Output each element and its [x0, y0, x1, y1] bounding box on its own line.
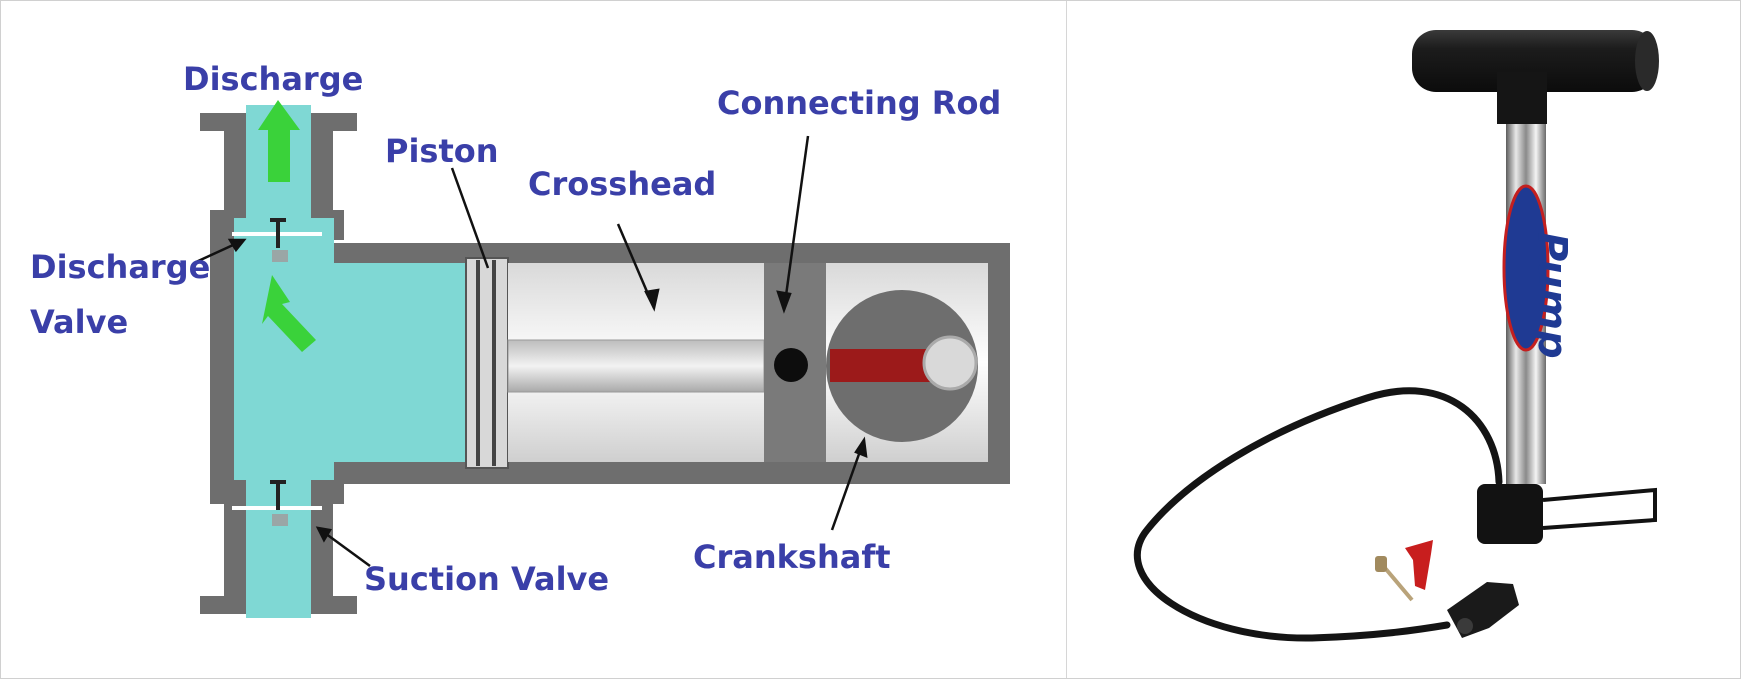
- label-discharge-valve-line2: Valve: [30, 303, 128, 341]
- pump-barrel: Pump: [1502, 124, 1575, 484]
- pump-hose: [1133, 387, 1503, 642]
- discharge-valve: [232, 218, 322, 262]
- needle-adapter: [1375, 556, 1414, 602]
- pump-diagram-panel: Discharge Piston Crosshead Connecting Ro…: [30, 60, 1010, 618]
- water-fill: [234, 105, 468, 618]
- floor-pump-panel: Pump: [1067, 0, 1740, 679]
- crank-chamber: [826, 263, 988, 462]
- pump-base: [1477, 484, 1657, 544]
- crosshead-guide: [507, 263, 826, 462]
- brand-oval: [1502, 184, 1550, 352]
- leader-lines: [195, 135, 868, 568]
- inflow-arrow: [262, 275, 316, 352]
- piston: [465, 257, 509, 469]
- floor-pump-illustration: Pump: [1133, 30, 1659, 642]
- crank-pin: [922, 335, 978, 391]
- label-discharge-valve-line1: Discharge: [30, 248, 210, 286]
- panel-divider: [1066, 1, 1067, 678]
- label-piston: Piston: [385, 132, 499, 170]
- discharge-flow-arrow: [258, 100, 300, 182]
- label-connecting-rod: Connecting Rod: [717, 84, 1001, 122]
- label-discharge: Discharge: [183, 60, 363, 98]
- hose-chuck: [1447, 582, 1519, 638]
- valve-adapter: [1405, 540, 1433, 590]
- label-suction-valve: Suction Valve: [364, 560, 609, 598]
- label-crankshaft: Crankshaft: [693, 538, 891, 576]
- pump-diagram: Discharge Piston Crosshead Connecting Ro…: [30, 60, 1010, 618]
- pump-handle: [1412, 30, 1659, 124]
- brand-name: Pump: [1529, 232, 1575, 359]
- suction-valve: [232, 480, 322, 526]
- conrod: [830, 349, 930, 382]
- label-crosshead: Crosshead: [528, 165, 716, 203]
- crosshead-pin: [774, 348, 808, 382]
